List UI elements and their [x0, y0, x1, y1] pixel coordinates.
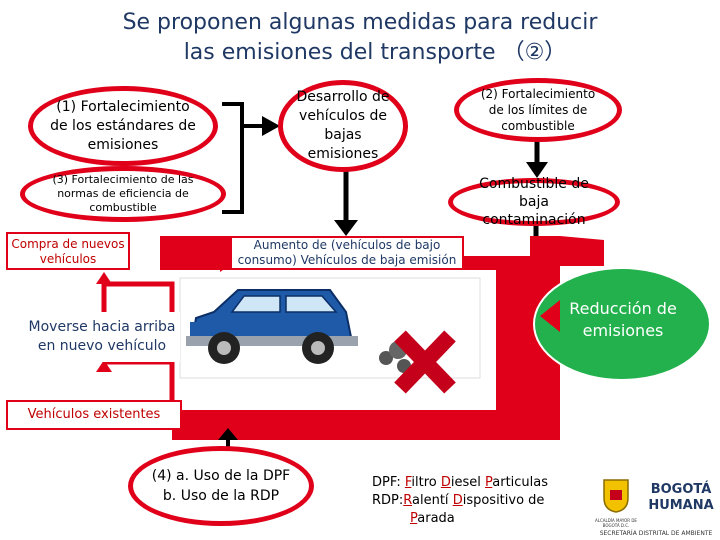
bogota-humana-logo: BOGOTÁ HUMANA [646, 482, 716, 514]
arrow-fuel-head [526, 162, 548, 178]
low-pollution-fuel-text: Combustible de baja contaminación [479, 176, 589, 228]
brand-line-2: HUMANA [648, 498, 714, 513]
existing-vehicles-text: Vehículos existentes [27, 407, 161, 422]
existing-vehicles-box: Vehículos existentes [6, 400, 182, 430]
brand-line-1: BOGOTÁ [650, 482, 712, 497]
page-title: Se proponen algunas medidas para reducir… [0, 8, 720, 68]
measure-4b-text: b. Uso de la RDP [162, 488, 280, 504]
measure-4-ellipse: (4) a. Uso de la DPF b. Uso de la RDP [128, 446, 314, 526]
measure-2-text: (2) Fortalecimiento de los límites de co… [480, 87, 596, 133]
flow-band-entry [182, 256, 222, 270]
move-up-box: Moverse hacia arriba en nuevo vehículo [24, 312, 180, 362]
increase-text: Aumento de (vehículos de bajo consumo) V… [237, 238, 457, 267]
measure-1-ellipse: (1) Fortalecimiento de los estándares de… [28, 86, 218, 166]
bracket-arrow-head [262, 116, 280, 136]
arrow-dev-down-head [334, 220, 358, 236]
reduction-text-wrap: Reducción de emisiones [540, 298, 706, 342]
car-illustration [186, 289, 358, 364]
measure-3-ellipse: (3) Fortalecimiento de las normas de efi… [20, 166, 226, 222]
measure-2-ellipse: (2) Fortalecimiento de los límites de co… [454, 78, 622, 142]
block-x-icon [394, 330, 456, 394]
arrow-existing-path [104, 359, 175, 400]
move-up-text: Moverse hacia arriba en nuevo vehículo [28, 319, 176, 354]
measure-4a-text: (4) a. Uso de la DPF [151, 468, 291, 484]
low-emission-dev-ellipse: Desarrollo de vehículos de bajas emision… [278, 80, 408, 172]
alcaldia-logo: ALCALDÍA MAYOR DE BOGOTÁ D.C. [592, 478, 640, 528]
low-emission-dev-text: Desarrollo de vehículos de bajas emision… [296, 89, 390, 162]
purchase-text: Compra de nuevos vehículos [11, 237, 125, 266]
legend-rdp: RDP:Ralentí Dispositivo de [372, 493, 545, 508]
purchase-box: Compra de nuevos vehículos [6, 232, 130, 270]
measure-1-text: (1) Fortalecimiento de los estándares de… [50, 98, 196, 153]
legend-dpf: DPF: Filtro Diesel Particulas [372, 475, 549, 490]
secretaria-text: SECRETARÍA DISTRITAL DE AMBIENTE [599, 530, 713, 537]
acronym-legend: DPF: Filtro Diesel Particulas RDP:Ralent… [372, 474, 582, 528]
arrow-up-head [96, 272, 112, 284]
alcaldia-text: ALCALDÍA MAYOR DE BOGOTÁ D.C. [595, 518, 637, 528]
arrow-existing-head [96, 360, 112, 372]
arrow-m4-head [218, 428, 238, 440]
reduction-text: Reducción de emisiones [569, 299, 677, 340]
legend-rdp-cont: Parada [410, 511, 455, 526]
reduction-ellipse [533, 267, 711, 381]
low-pollution-fuel-ellipse: Combustible de baja contaminación [448, 176, 620, 228]
bracket-measures [222, 102, 244, 214]
shield-icon [603, 479, 629, 513]
title-line-2: las emisiones del transporte （②） [183, 40, 567, 65]
title-line-1: Se proponen algunas medidas para reducir [122, 10, 598, 35]
measure-3-text: (3) Fortalecimiento de las normas de efi… [52, 173, 194, 214]
increase-box: Aumento de (vehículos de bajo consumo) V… [230, 236, 464, 270]
